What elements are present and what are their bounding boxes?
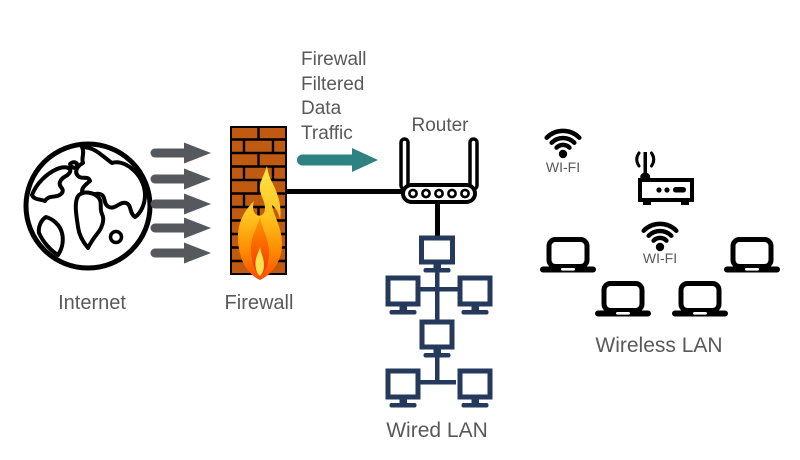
router-label: Router [411,115,469,136]
filtered-traffic-note: Firewall Filtered Data Traffic [301,48,366,146]
wifi-label-top: WI-FI [545,159,581,175]
wireless-router-icon [399,137,479,204]
laptop-icon [724,237,780,273]
access-point-icon [635,151,694,205]
note-line-3: Data [301,98,342,119]
firewall-label: Firewall [224,292,294,314]
unfiltered-traffic-arrow-icon [150,242,211,264]
computer-icon [419,235,455,273]
computer-icon [457,368,493,408]
laptop-icon [540,237,596,273]
computer-icon [457,275,493,315]
wired-lan-icon [385,235,493,408]
wireless-lan-label: Wireless LAN [595,334,723,357]
computer-icon [385,275,421,315]
unfiltered-traffic-arrow-icon [150,142,211,164]
laptop-icon [672,281,728,317]
computer-icon [385,368,421,408]
wifi-label-middle: WI-FI [642,250,678,266]
note-line-4: Traffic [301,122,353,144]
note-line-2: Filtered [301,73,365,95]
laptop-icon [595,281,651,317]
wifi-icon [641,221,679,252]
flame-icon [238,166,282,280]
wired-lan-label: Wired LAN [386,419,488,442]
note-line-1: Firewall [301,49,367,70]
filtered-traffic-arrow-icon [297,148,378,172]
wifi-icon [544,128,582,159]
router-lan-link [435,202,440,240]
computer-icon [419,319,455,358]
internet-label: Internet [58,292,126,314]
globe-icon [23,141,153,271]
firewall-router-link [285,189,402,194]
unfiltered-traffic-arrow-icon [150,217,211,239]
unfiltered-traffic-arrow-icon [150,193,211,215]
unfiltered-traffic-arrow-icon [150,168,211,190]
